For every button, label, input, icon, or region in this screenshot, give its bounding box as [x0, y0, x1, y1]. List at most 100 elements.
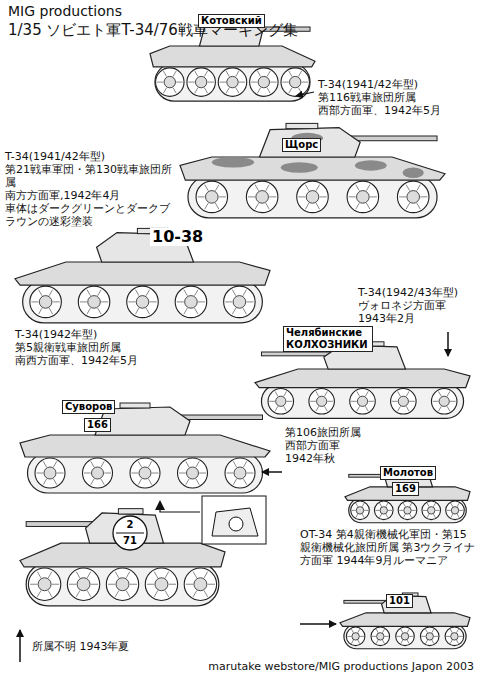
wheel-spoke	[257, 71, 260, 77]
wheel-spoke	[370, 196, 377, 197]
road-wheel	[431, 389, 457, 415]
track	[26, 563, 219, 606]
gun-barrel	[261, 352, 332, 356]
tactical-number: 169	[392, 482, 419, 496]
wheel-spoke	[154, 572, 158, 578]
wheel-spoke	[320, 196, 327, 197]
hull	[180, 157, 445, 180]
wheel-hub	[233, 296, 246, 309]
wheel-spoke	[251, 82, 257, 83]
wheel-spoke	[386, 514, 388, 518]
wheel-hub	[380, 507, 387, 514]
turret	[260, 128, 361, 157]
wheel-spoke	[365, 391, 368, 396]
wheel-spoke	[358, 640, 360, 644]
wheel-hub	[39, 296, 52, 309]
wheel-spoke	[407, 640, 409, 644]
wheel-hub	[356, 507, 363, 514]
wheel-spoke	[194, 308, 198, 314]
road-wheel	[35, 458, 65, 488]
gun-barrel	[350, 136, 437, 141]
turret-slogan: Суворов	[62, 400, 115, 414]
turret-slogan: Щорс	[282, 138, 321, 152]
wheel-spoke	[438, 406, 441, 411]
wheel-spoke	[239, 82, 245, 83]
road-wheel	[309, 389, 335, 415]
wheel-spoke	[76, 591, 80, 597]
wheel-spoke	[447, 406, 450, 411]
wheel-spoke	[204, 71, 207, 77]
wheel-spoke	[398, 391, 401, 396]
wheel-spoke	[87, 591, 91, 597]
wheel-spoke	[194, 290, 198, 296]
wheel-spoke	[246, 301, 253, 302]
wheel-hub	[116, 578, 129, 591]
wheel-spoke	[205, 185, 209, 191]
wheel-hub	[404, 507, 411, 514]
wheel-spoke	[220, 82, 226, 83]
inset-arrow	[155, 500, 165, 510]
wheel-spoke	[104, 473, 111, 474]
hull	[340, 613, 470, 627]
wheel-hub	[352, 633, 359, 640]
wheel-spoke	[376, 640, 378, 644]
wheel-spoke	[91, 479, 94, 485]
road-wheel	[422, 501, 441, 520]
wheel-hub	[185, 296, 198, 309]
track	[344, 624, 466, 649]
road-wheel	[445, 627, 464, 646]
road-wheel	[351, 501, 370, 520]
road-wheel	[178, 458, 208, 488]
wheel-spoke	[184, 290, 188, 296]
wheel-spoke	[447, 510, 451, 511]
roundel-bar	[116, 533, 144, 534]
wheel-spoke	[176, 82, 182, 83]
wheel-spoke	[366, 185, 370, 191]
wheel-spoke	[84, 473, 91, 474]
marking-caption: T-34(1942/43年型) ヴォロネジ方面軍 1943年2月	[358, 286, 476, 325]
wheel-spoke	[357, 406, 360, 411]
camo-patch	[403, 168, 424, 179]
wheel-spoke	[356, 503, 358, 507]
wheel-spoke	[351, 640, 353, 644]
wheel-spoke	[325, 406, 328, 411]
wheel-spoke	[372, 636, 376, 637]
wheel-spoke	[420, 196, 427, 197]
wheel-spoke	[457, 514, 459, 518]
wheel-hub	[428, 507, 435, 514]
road-wheel	[397, 181, 429, 213]
road-wheel	[446, 501, 465, 520]
wheel-spoke	[362, 503, 364, 507]
wheel-spoke	[347, 636, 351, 637]
wheel-spoke	[157, 82, 163, 83]
wheel-spoke	[126, 591, 130, 597]
wheel-spoke	[360, 636, 364, 637]
turret-rear	[212, 508, 258, 536]
wheel-spoke	[135, 308, 139, 314]
wheel-spoke	[243, 290, 247, 296]
road-wheel	[297, 181, 329, 213]
wheel-spoke	[173, 88, 176, 94]
road-wheel	[83, 458, 113, 488]
wheel-spoke	[382, 640, 384, 644]
inset-arrow	[160, 505, 200, 512]
wheel-spoke	[135, 290, 139, 296]
wheel-spoke	[148, 461, 151, 467]
wheel-spoke	[198, 301, 205, 302]
wheel-spoke	[108, 584, 115, 585]
t34-tank	[340, 593, 470, 649]
hatch	[286, 123, 318, 128]
wheel-spoke	[163, 88, 166, 94]
wheel-spoke	[284, 391, 287, 396]
wheel-spoke	[198, 196, 205, 197]
wheel-spoke	[432, 640, 434, 644]
wheel-spoke	[434, 636, 438, 637]
wheel-spoke	[450, 401, 456, 402]
wheel-spoke	[401, 640, 403, 644]
tactical-number: 166	[84, 418, 111, 432]
wheel-spoke	[266, 203, 270, 209]
track	[188, 176, 437, 218]
wheel-spoke	[48, 591, 52, 597]
wheel-spoke	[386, 503, 388, 507]
wheel-spoke	[91, 584, 98, 585]
